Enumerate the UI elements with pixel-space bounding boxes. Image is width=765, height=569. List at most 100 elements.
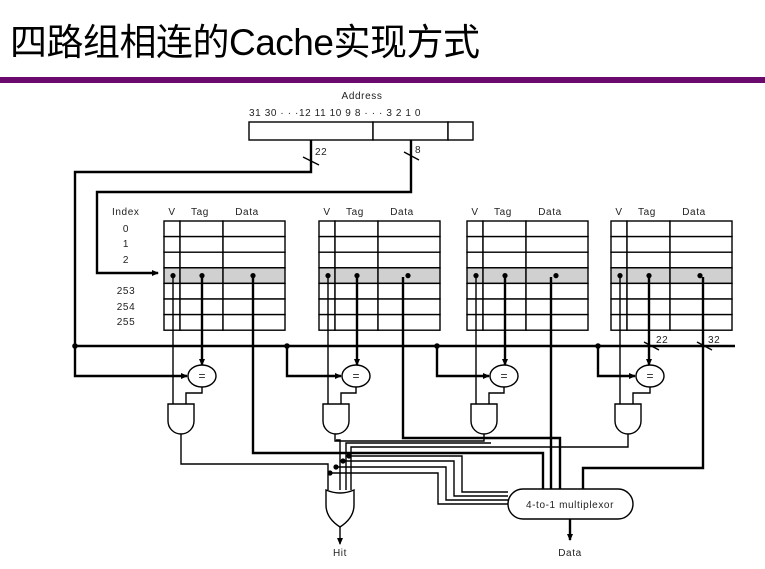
title-divider (0, 77, 765, 83)
data-cell (377, 298, 441, 316)
tag-bus-slash (302, 156, 320, 166)
tag-cell (626, 235, 671, 253)
address-tag-field (248, 121, 374, 141)
tag-comparator: = (341, 364, 371, 388)
tag-cell (334, 235, 379, 253)
cache-row (163, 313, 286, 331)
cache-row (318, 282, 441, 300)
address-register: Address 31 30 · · ·12 11 10 9 8 · · · 3 … (248, 91, 474, 141)
data-cell (525, 220, 589, 238)
tag-compare-wire (596, 346, 636, 379)
data-column-header: Data (235, 207, 259, 218)
data-cell (222, 235, 286, 253)
tag-cell (334, 220, 379, 238)
valid-cell (163, 235, 181, 253)
tag-bus-width-label: 22 (315, 147, 327, 158)
valid-cell (318, 235, 336, 253)
index-label: 1 (123, 239, 129, 250)
cache-row (318, 313, 441, 331)
slide-title: 四路组相连的Cache实现方式 (10, 22, 480, 63)
index-label: 253 (117, 286, 136, 297)
cache-row (610, 235, 733, 253)
multiplexor: 4-to-1 multiplexor (507, 488, 634, 520)
compare-result-wire (488, 387, 505, 404)
valid-cell (163, 298, 181, 316)
cache-row (610, 313, 733, 331)
data-cell (669, 298, 733, 316)
cache-row (610, 220, 733, 238)
valid-cell (610, 298, 628, 316)
cache-row (466, 298, 589, 316)
tag-compare-wire (435, 346, 490, 379)
tag-cell (179, 235, 224, 253)
junction-dot (434, 343, 440, 349)
data-cell (525, 298, 589, 316)
valid-cell (466, 298, 484, 316)
data-cell (222, 251, 286, 269)
and-gate (322, 403, 350, 435)
index-label: 2 (123, 255, 129, 266)
valid-cell (318, 298, 336, 316)
cache-row (318, 220, 441, 238)
data-output-label: Data (558, 548, 582, 559)
select-wire-3 (349, 455, 508, 493)
cache-row (318, 235, 441, 253)
selected-set-row (318, 267, 441, 285)
valid-cell (163, 282, 181, 300)
tag-compare-wire (73, 346, 188, 379)
data-cell (222, 220, 286, 238)
junction-dot (553, 273, 559, 279)
comparator-symbol: = (198, 369, 205, 383)
data-cell (377, 220, 441, 238)
data-cell (377, 313, 441, 331)
junction-dot (697, 273, 703, 279)
address-bit-labels: 31 30 · · ·12 11 10 9 8 · · · 3 2 1 0 (249, 108, 421, 119)
valid-cell (318, 313, 336, 331)
data-cell (669, 251, 733, 269)
and-gate (167, 403, 195, 435)
valid-cell (163, 251, 181, 269)
hit-wire-way0 (180, 434, 329, 490)
valid-cell (318, 220, 336, 238)
tag-column-header: Tag (191, 207, 209, 218)
junction-dot (340, 458, 346, 464)
tag-cell (626, 251, 671, 269)
valid-column-header: V (471, 207, 478, 218)
comparator-symbol: = (646, 369, 653, 383)
data-column-header: Data (390, 207, 414, 218)
cache-row (163, 298, 286, 316)
data-out-slash (696, 341, 713, 351)
data-cell (377, 235, 441, 253)
index-labels: Index 0 1 2 253 254 255 (112, 207, 139, 328)
data-cell (669, 313, 733, 331)
tag-cell (482, 220, 527, 238)
data-bus-way0 (251, 277, 545, 489)
cache-row (610, 298, 733, 316)
tag-column-header: Tag (638, 207, 656, 218)
index-label: 254 (117, 302, 136, 313)
valid-cell (163, 220, 181, 238)
cache-row (466, 220, 589, 238)
valid-cell (318, 282, 336, 300)
valid-cell (610, 282, 628, 300)
comparator-symbol: = (500, 369, 507, 383)
data-cell (377, 251, 441, 269)
hit-label: Hit (333, 548, 347, 559)
valid-cell (163, 313, 181, 331)
and-gate (470, 403, 498, 435)
cache-row (466, 235, 589, 253)
compare-result-wire (185, 387, 203, 404)
compare-result-wire (632, 387, 651, 404)
cache-row (466, 313, 589, 331)
cache-row (610, 251, 733, 269)
hit-wire-way3 (350, 434, 629, 490)
valid-column-header: V (323, 207, 330, 218)
cache-row (163, 282, 286, 300)
cache-row (466, 282, 589, 300)
selected-set-row (466, 267, 589, 285)
